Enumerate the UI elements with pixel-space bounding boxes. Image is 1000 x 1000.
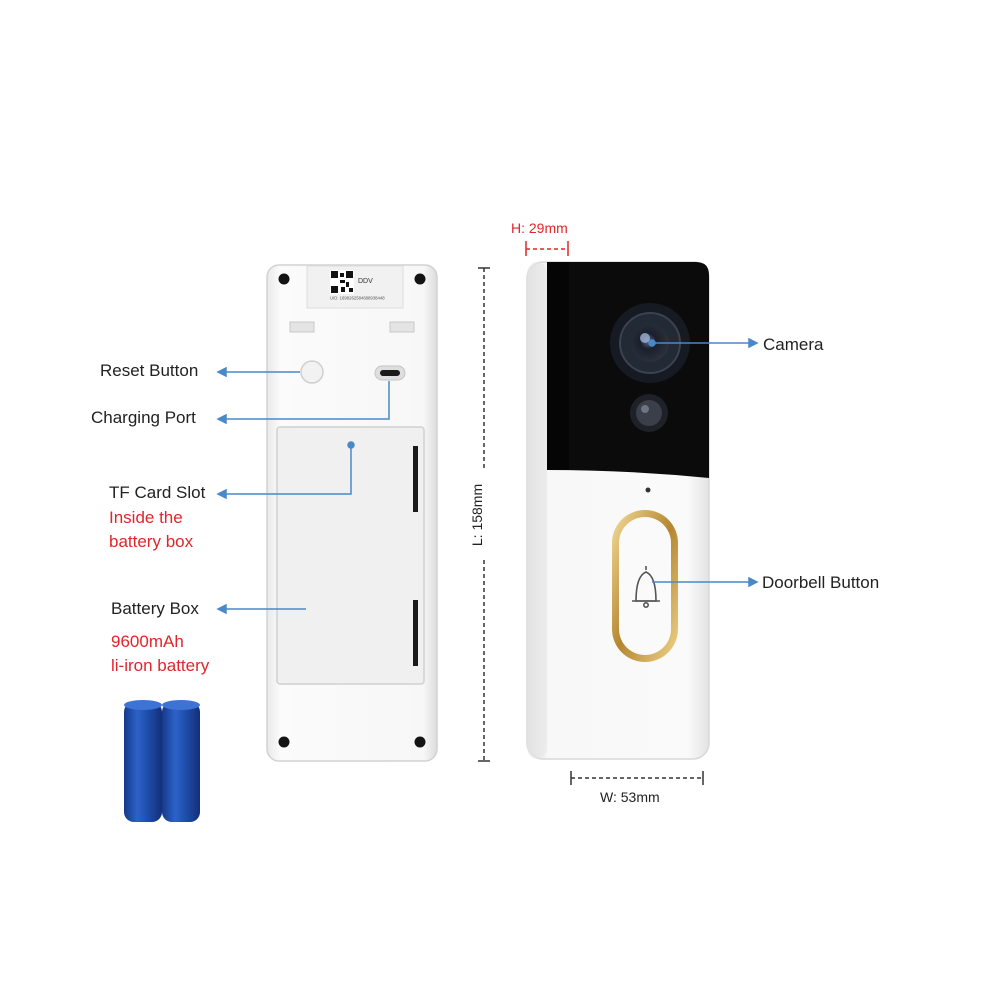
motion-sensor-icon: [630, 394, 668, 432]
label-reset-button: Reset Button: [100, 361, 199, 380]
reset-button-hole: [300, 360, 324, 384]
dimension-width: [570, 771, 704, 785]
note-battery-line2: li-iron battery: [111, 656, 210, 675]
serial-number-text: UID: 1698262584688938448: [330, 296, 385, 302]
screw-bottom-right: [414, 736, 426, 748]
indicator-light: [645, 487, 651, 493]
device-back: [266, 264, 438, 762]
dimension-height: [525, 241, 569, 256]
label-battery-box: Battery Box: [111, 599, 199, 618]
mount-tab-left: [289, 321, 315, 333]
label-tf-card-slot: TF Card Slot: [109, 483, 206, 502]
dimension-width-text: W: 53mm: [600, 789, 660, 805]
note-tf-line1: Inside the: [109, 508, 183, 527]
battery-cells-illustration: [124, 700, 200, 822]
note-battery-line1: 9600mAh: [111, 632, 184, 651]
qr-label-text: DDV: [358, 278, 373, 285]
screw-top-right: [414, 273, 426, 285]
callout-charging: [216, 381, 390, 425]
side-slot-lower: [413, 600, 418, 666]
dimension-length-text: L: 158mm: [469, 483, 486, 547]
bell-icon: [632, 566, 660, 608]
dimension-length: [478, 267, 490, 762]
callout-doorbell: [652, 576, 759, 588]
label-camera: Camera: [763, 335, 824, 354]
qr-code-icon: [330, 270, 354, 294]
label-doorbell-button: Doorbell Button: [762, 573, 880, 592]
callout-reset: [216, 366, 300, 378]
battery-box-cover: [276, 426, 425, 685]
tf-card-slot: [413, 446, 418, 512]
doorbell-button: [612, 510, 678, 662]
callout-tf-card: [216, 441, 355, 500]
callout-battery-box: [216, 603, 306, 615]
dimension-height-text: H: 29mm: [511, 220, 568, 236]
screw-top-left: [278, 273, 290, 285]
mount-tab-right: [389, 321, 415, 333]
qr-label-sticker: [306, 265, 404, 309]
callout-camera: [648, 337, 759, 349]
label-charging-port: Charging Port: [91, 408, 196, 427]
note-tf-line2: battery box: [109, 532, 194, 551]
device-front: [526, 261, 710, 760]
screw-bottom-left: [278, 736, 290, 748]
